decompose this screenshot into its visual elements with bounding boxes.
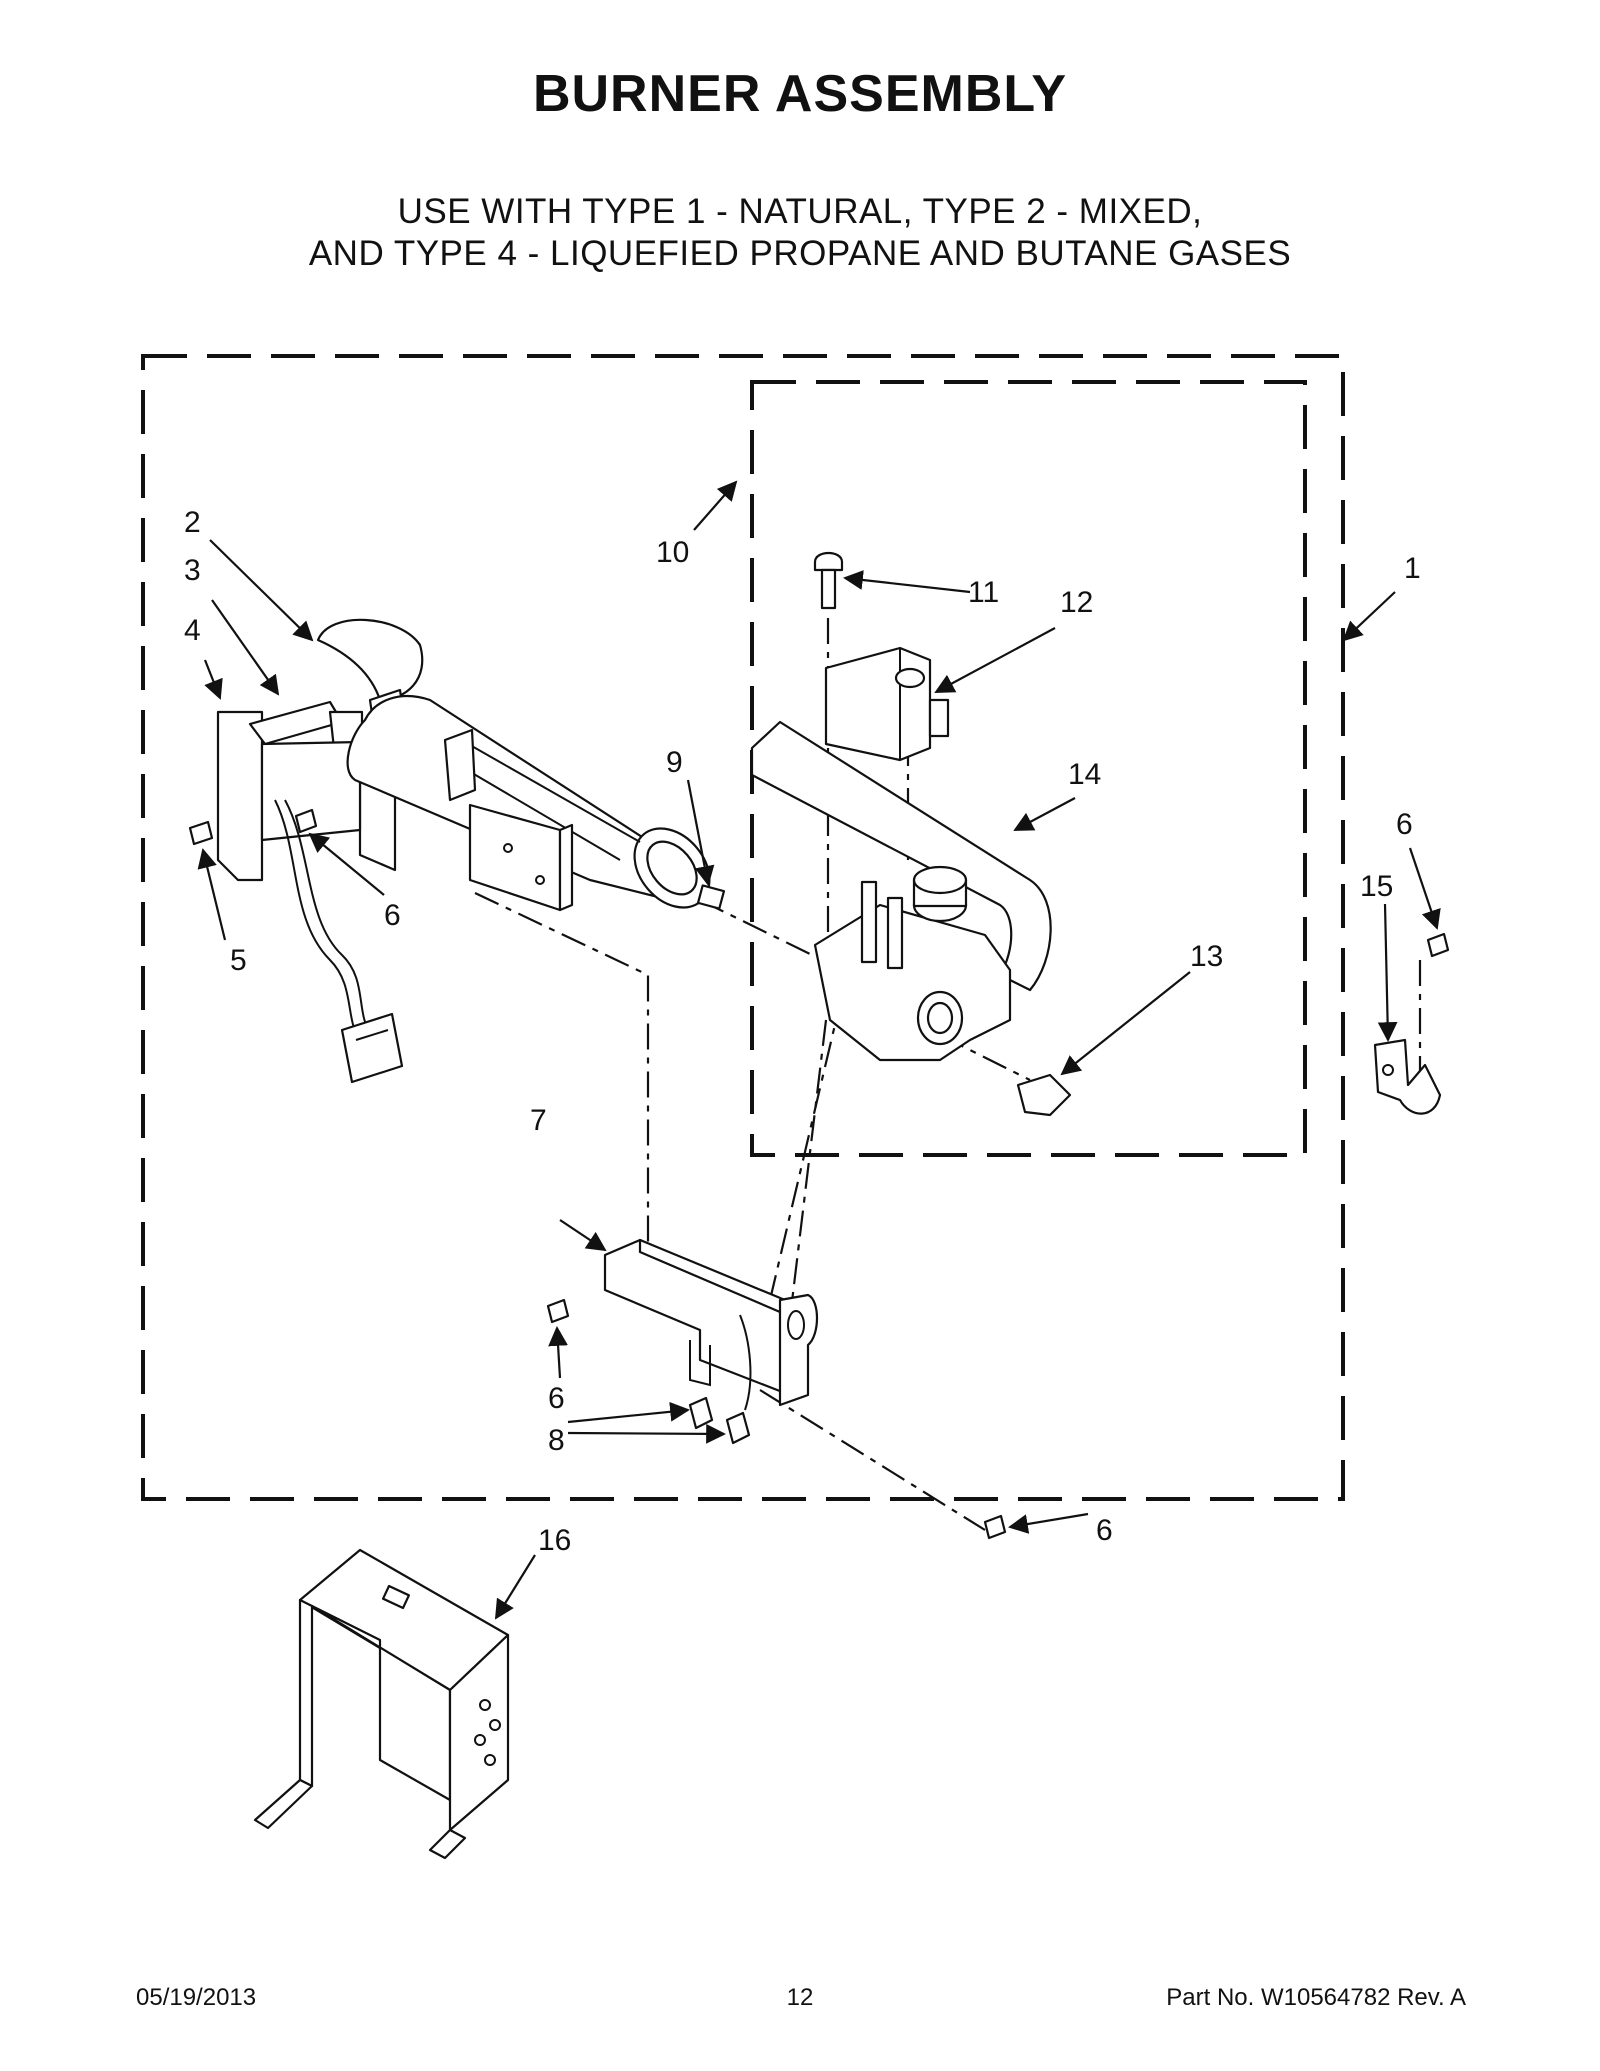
callout-13: 13 <box>1190 940 1223 973</box>
callout-4: 4 <box>184 614 201 647</box>
callout-10: 10 <box>656 536 689 569</box>
subtitle-line-2: AND TYPE 4 - LIQUEFIED PROPANE AND BUTAN… <box>308 234 1292 273</box>
footer-part-number: Part No. W10564782 Rev. A <box>1166 1984 1466 2011</box>
alignment-line-valve-a <box>768 994 844 1301</box>
alignment-line-bracket <box>474 892 650 1245</box>
footer-date: 05/19/2013 <box>136 1984 257 2011</box>
part-burner-tube <box>346 695 711 909</box>
callout-8: 8 <box>548 1424 565 1457</box>
callout-15: 15 <box>1360 870 1393 903</box>
callout-6-right: 6 <box>1396 808 1413 841</box>
part-screws <box>188 808 1450 1540</box>
callout-11: 11 <box>968 576 999 609</box>
callout-6-bottom-right: 6 <box>1096 1514 1113 1547</box>
callout-1: 1 <box>1404 552 1421 585</box>
callout-6-bottom-left: 6 <box>548 1382 565 1415</box>
alignment-line-bottom-screw <box>759 1389 986 1531</box>
part-sensor-bracket <box>603 1238 819 1411</box>
leader-lines <box>197 480 1441 1620</box>
footer-page-number: 12 <box>786 1984 814 2011</box>
subtitle-line-1: USE WITH TYPE 1 - NATURAL, TYPE 2 - MIXE… <box>397 192 1203 231</box>
alignment-line-valve-b <box>788 1019 828 1319</box>
part-mounting-screw <box>813 551 844 610</box>
part-burner-bracket <box>253 1548 510 1860</box>
callout-6-left: 6 <box>384 899 401 932</box>
part-valve-coil <box>824 646 950 762</box>
page-title: BURNER ASSEMBLY <box>532 65 1068 123</box>
part-wire-harness <box>274 799 404 1084</box>
part-inlet-fitting <box>1016 1073 1072 1117</box>
part-gas-valve <box>813 865 1012 1062</box>
callout-12: 12 <box>1060 586 1093 619</box>
part-crossover-tube <box>750 720 1052 992</box>
callout-14: 14 <box>1068 758 1101 791</box>
callout-16: 16 <box>538 1524 571 1557</box>
callout-5: 5 <box>230 944 247 977</box>
callout-7: 7 <box>530 1104 547 1137</box>
part-orifice <box>696 884 726 910</box>
part-sensor-screws <box>688 1396 751 1445</box>
outer-assembly-boundary <box>141 354 1345 1501</box>
part-clip <box>1373 1038 1442 1115</box>
part-tube-bracket <box>443 728 574 912</box>
callout-9: 9 <box>666 746 683 779</box>
callout-3: 3 <box>184 554 201 587</box>
callout-2: 2 <box>184 506 201 539</box>
